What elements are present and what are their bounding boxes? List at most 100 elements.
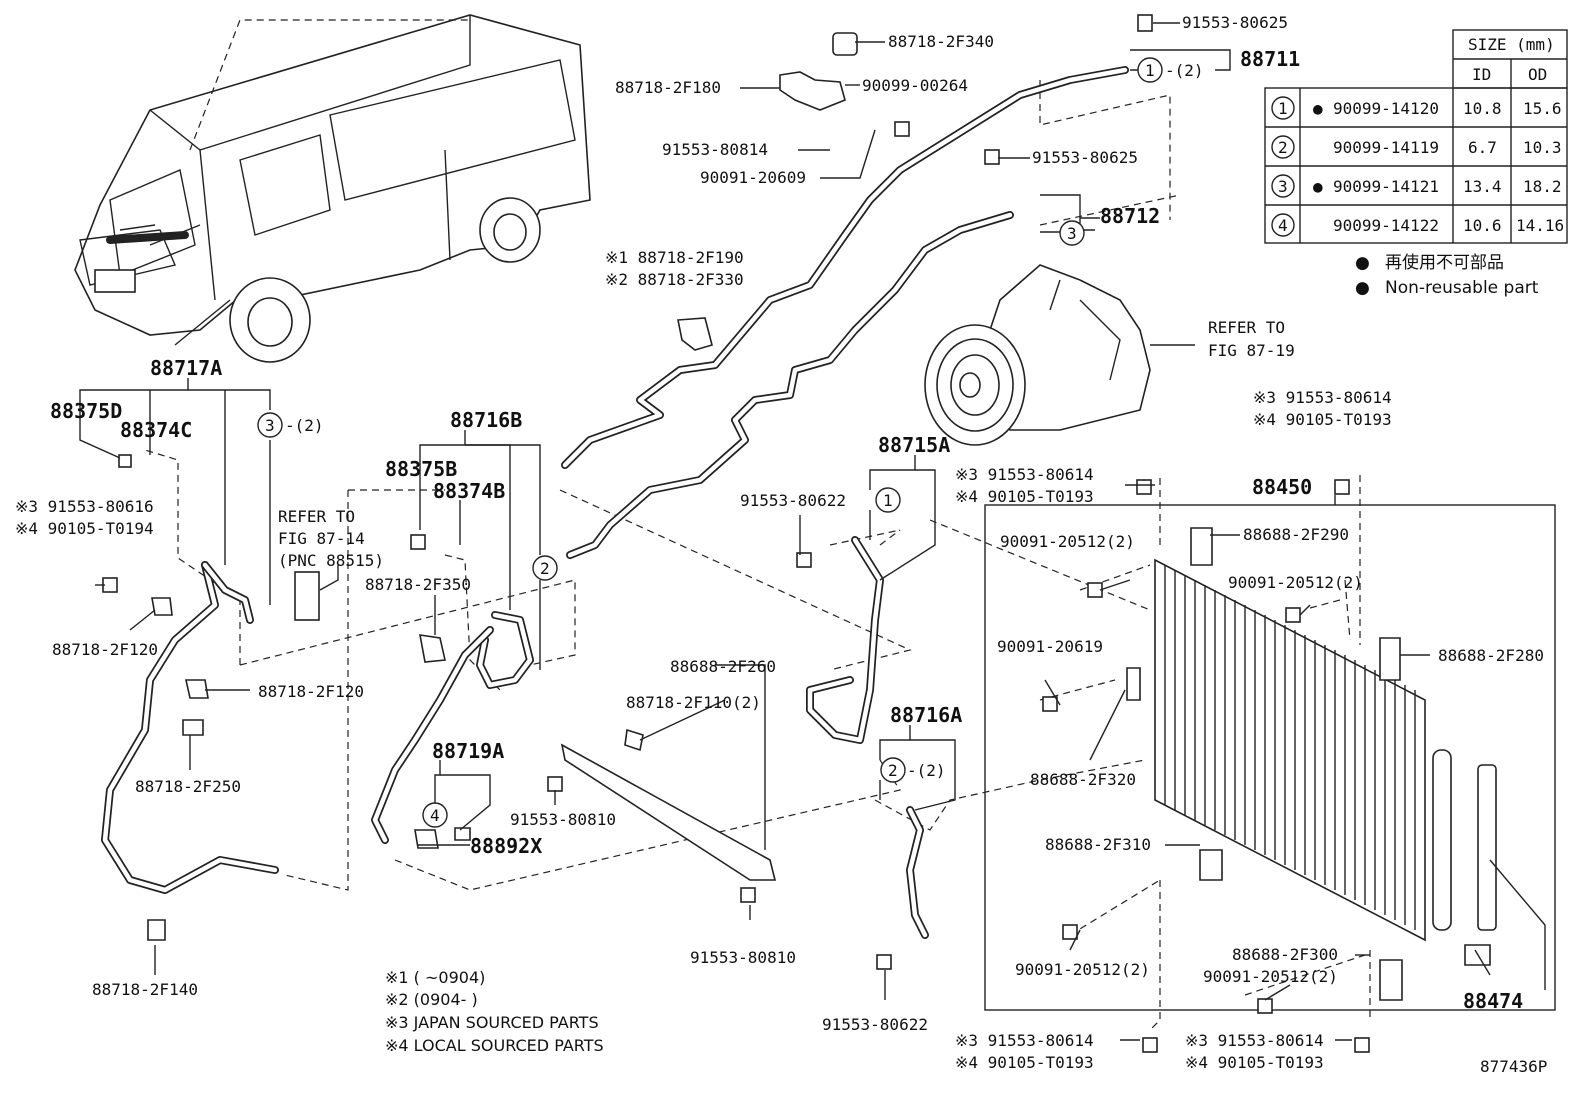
label-91553-80810-b: 91553-80810: [690, 948, 796, 967]
refer-fig-87-14-line1: REFER TO: [278, 507, 355, 526]
label-88374C: 88374C: [120, 418, 192, 442]
label-90105-T0193-b: ※4 90105-T0193: [1253, 410, 1392, 429]
size-row-2-no: 2: [1278, 138, 1288, 157]
callout-circle-4: [422, 802, 448, 828]
label-88718-2F120-a: 88718-2F120: [52, 640, 158, 659]
note-2: ※2 (0904- ): [385, 990, 478, 1009]
label-88688-2F300: 88688-2F300: [1232, 945, 1338, 964]
size-row-3-mark: ●: [1313, 177, 1323, 196]
label-91553-80622-b: 91553-80622: [822, 1015, 928, 1034]
label-88892X: 88892X: [470, 834, 542, 858]
callout-circle-3b: [257, 412, 283, 438]
label-88716B: 88716B: [450, 408, 522, 432]
note-1: ※1 ( ~0904): [385, 968, 485, 987]
label-88719A: 88719A: [432, 739, 504, 763]
o-ring-callouts: 1 -(2) 3 3 -(2) 2 1 2 -(2) 4: [257, 57, 1204, 828]
label-88712: 88712: [1100, 204, 1160, 228]
label-90091-20512-a: 90091-20512(2): [1000, 532, 1135, 551]
label-88688-2F310: 88688-2F310: [1045, 835, 1151, 854]
note-4: ※4 LOCAL SOURCED PARTS: [385, 1036, 604, 1055]
callout-1-text: 1: [1145, 61, 1155, 80]
size-row-2-part: 90099-14119: [1333, 138, 1439, 157]
size-row-1-part: 90099-14120: [1333, 99, 1439, 118]
o-ring-size-table: SIZE (mm) ID OD 1 ● 90099-14120 10.8 15.…: [1264, 29, 1568, 244]
label-91553-80614-b: ※3 91553-80614: [1253, 388, 1392, 407]
label-88474: 88474: [1463, 989, 1523, 1013]
refer-fig-87-19-line1: REFER TO: [1208, 318, 1285, 337]
label-91553-80814: 91553-80814: [662, 140, 768, 159]
label-88718-2F120-b: 88718-2F120: [258, 682, 364, 701]
size-col-od: OD: [1528, 65, 1547, 84]
label-88688-2F280: 88688-2F280: [1438, 646, 1544, 665]
label-91553-80616: ※3 91553-80616: [15, 497, 154, 516]
label-90099-00264: 90099-00264: [862, 76, 968, 95]
label-90105-T0193-c: ※4 90105-T0193: [955, 1053, 1094, 1072]
label-88718-2F110: 88718-2F110(2): [626, 693, 761, 712]
label-91553-80622-a: 91553-80622: [740, 491, 846, 510]
callout-circle-2b: [880, 757, 906, 783]
legend-text-jp: 再使用不可部品: [1385, 252, 1504, 273]
label-88718-2F330: ※2 88718-2F330: [605, 270, 744, 289]
figure-number: 877436P: [1480, 1057, 1547, 1076]
callout-1-qty: -(2): [1165, 61, 1204, 80]
leader-lines: [79, 22, 1546, 1041]
size-header: SIZE (mm): [1468, 35, 1555, 54]
label-90091-20512-b: 90091-20512(2): [1228, 573, 1363, 592]
refrigerant-pipes: [101, 66, 1129, 939]
label-88375B: 88375B: [385, 457, 457, 481]
label-88688-2F290: 88688-2F290: [1243, 525, 1349, 544]
callout-2b-text: 2: [888, 761, 898, 780]
size-row-4-no: 4: [1278, 216, 1288, 235]
label-88718-2F180: 88718-2F180: [615, 78, 721, 97]
legend-bullet-en: ●: [1355, 278, 1370, 298]
size-row-4-part: 90099-14122: [1333, 216, 1439, 235]
legend-text-en: Non-reusable part: [1385, 278, 1539, 298]
refer-fig-87-14-line3: (PNC 88515): [278, 551, 384, 570]
callout-circle-1: [1137, 57, 1163, 83]
label-88450: 88450: [1252, 475, 1312, 499]
size-row-2-od: 10.3: [1523, 138, 1562, 157]
note-3: ※3 JAPAN SOURCED PARTS: [385, 1013, 599, 1032]
label-91553-80614-a: ※3 91553-80614: [955, 465, 1094, 484]
label-90105-T0194: ※4 90105-T0194: [15, 519, 154, 538]
small-parts: [102, 14, 1403, 1053]
label-91553-80614-c: ※3 91553-80614: [955, 1031, 1094, 1050]
label-90091-20609: 90091-20609: [700, 168, 806, 187]
callout-4-text: 4: [430, 806, 440, 825]
size-row-4-id: 10.6: [1463, 216, 1502, 235]
size-row-1-od: 15.6: [1523, 99, 1562, 118]
label-88375D: 88375D: [50, 399, 122, 423]
callout-3b-text: 3: [265, 416, 275, 435]
size-row-1-mark: ●: [1313, 99, 1323, 118]
label-88715A: 88715A: [878, 433, 950, 457]
callout-3b-qty: -(2): [285, 416, 324, 435]
label-88688-2F320: 88688-2F320: [1030, 770, 1136, 789]
van-illustration: [74, 14, 591, 363]
label-88718-2F140: 88718-2F140: [92, 980, 198, 999]
condenser: [984, 504, 1556, 1011]
label-88718-2F350: 88718-2F350: [365, 575, 471, 594]
callout-circle-2: [532, 555, 558, 581]
label-88711: 88711: [1240, 47, 1300, 71]
size-row-3-no: 3: [1278, 177, 1288, 196]
size-row-3-id: 13.4: [1463, 177, 1502, 196]
label-90105-T0193-d: ※4 90105-T0193: [1185, 1053, 1324, 1072]
size-row-4-od: 14.16: [1516, 216, 1564, 235]
label-88717A: 88717A: [150, 356, 222, 380]
label-88718-2F190: ※1 88718-2F190: [605, 248, 744, 267]
refer-fig-87-19-line2: FIG 87-19: [1208, 341, 1295, 360]
size-col-id: ID: [1472, 65, 1491, 84]
legend-bullet-jp: ●: [1355, 253, 1370, 273]
label-90091-20512-c: 90091-20512(2): [1015, 960, 1150, 979]
callout-1b-text: 1: [883, 491, 893, 510]
legend: ● 再使用不可部品 ● Non-reusable part: [1355, 252, 1539, 298]
callout-circle-1b: [875, 487, 901, 513]
size-row-2-id: 6.7: [1468, 138, 1497, 157]
callout-circle-3: [1059, 220, 1085, 246]
refer-fig-87-14-line2: FIG 87-14: [278, 529, 365, 548]
label-88374B: 88374B: [433, 479, 505, 503]
label-90091-20512-d: 90091-20512(2): [1203, 967, 1338, 986]
label-88718-2F340: 88718-2F340: [888, 32, 994, 51]
compressor: [924, 264, 1151, 446]
